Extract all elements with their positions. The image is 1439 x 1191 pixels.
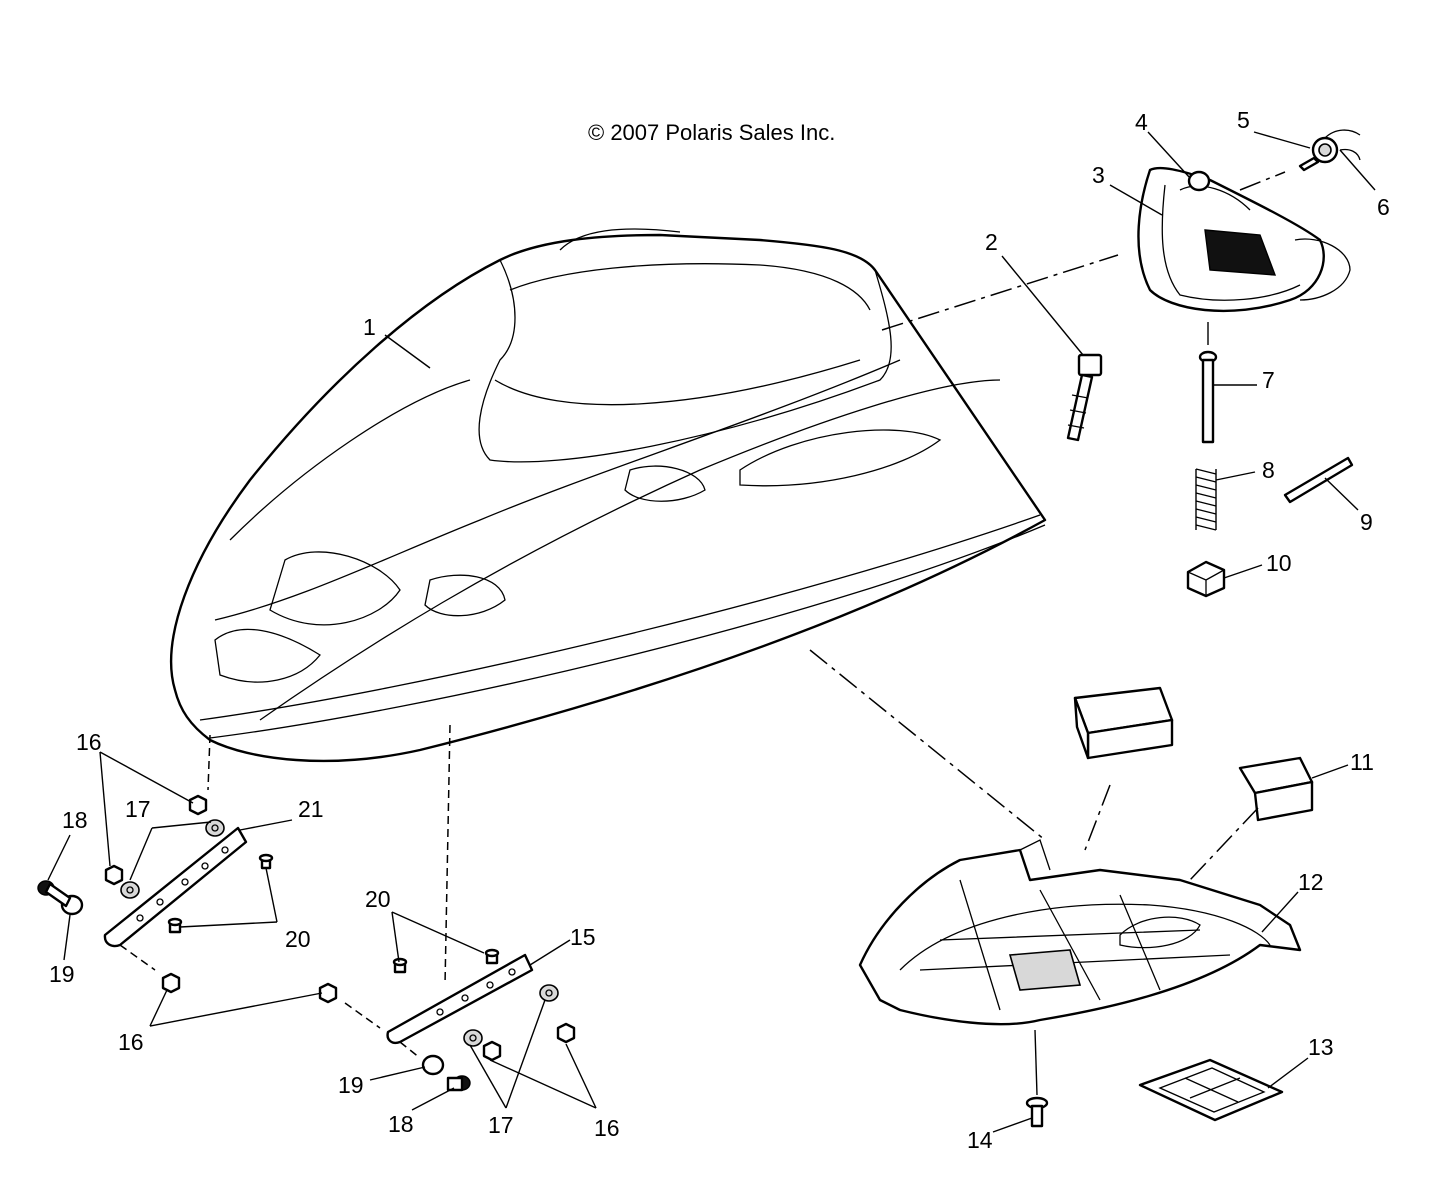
callout-17-a: 17	[125, 796, 151, 822]
ring-part-4	[1187, 170, 1211, 192]
rod-part-7	[1198, 350, 1218, 444]
strap-part-9	[1283, 456, 1354, 504]
callout-labels: 1 2 3 4 5 6 7 8 9 10 11 12 13 14 15 16 1…	[49, 107, 1390, 1153]
callout-17-b: 17	[488, 1112, 514, 1138]
plate-part-13	[1138, 1058, 1284, 1122]
leader-lines	[47, 131, 1376, 1133]
hardware-bolts	[37, 853, 500, 1092]
clip-part-6	[1324, 129, 1361, 161]
hood-part-1	[170, 228, 1047, 763]
connector-part-2	[1066, 353, 1103, 442]
callout-20-b: 20	[285, 926, 311, 952]
callout-9: 9	[1360, 509, 1373, 535]
callout-5: 5	[1237, 107, 1250, 133]
foam-block-part-11-a	[1073, 686, 1174, 760]
callout-4: 4	[1135, 109, 1148, 135]
callout-7: 7	[1262, 367, 1275, 393]
callout-15: 15	[570, 924, 596, 950]
callout-11: 11	[1350, 749, 1374, 775]
callout-10: 10	[1266, 550, 1292, 576]
callout-16-a: 16	[76, 729, 102, 755]
headlight-part-3	[1137, 166, 1351, 313]
callout-14: 14	[967, 1127, 993, 1153]
copyright-text: © 2007 Polaris Sales Inc.	[588, 120, 835, 145]
callout-16-b: 16	[118, 1029, 144, 1055]
callout-12: 12	[1298, 869, 1324, 895]
bulb-part-5	[1298, 136, 1339, 172]
spring-part-8	[1195, 468, 1217, 531]
callout-16-c: 16	[594, 1115, 620, 1141]
hardware-nuts	[104, 794, 576, 1062]
callout-8: 8	[1262, 457, 1275, 483]
callout-2: 2	[985, 229, 998, 255]
bracket-part-15	[386, 953, 534, 1045]
callout-13: 13	[1308, 1034, 1334, 1060]
callout-3: 3	[1092, 162, 1105, 188]
tray-part-12	[858, 839, 1302, 1026]
hardware-washers	[60, 819, 559, 1076]
callout-1: 1	[363, 314, 376, 340]
bracket-part-21	[103, 826, 248, 948]
callout-21: 21	[298, 796, 324, 822]
callout-18-a: 18	[62, 807, 88, 833]
assembly-lines	[119, 171, 1286, 1096]
callout-19-b: 19	[338, 1072, 364, 1098]
screw-part-14	[1025, 1096, 1049, 1128]
callout-19-a: 19	[49, 961, 75, 987]
callout-6: 6	[1377, 194, 1390, 220]
foam-block-part-11-b	[1238, 756, 1314, 822]
callout-20-a: 20	[365, 886, 391, 912]
callout-18-b: 18	[388, 1111, 414, 1137]
knob-part-10	[1186, 560, 1226, 598]
